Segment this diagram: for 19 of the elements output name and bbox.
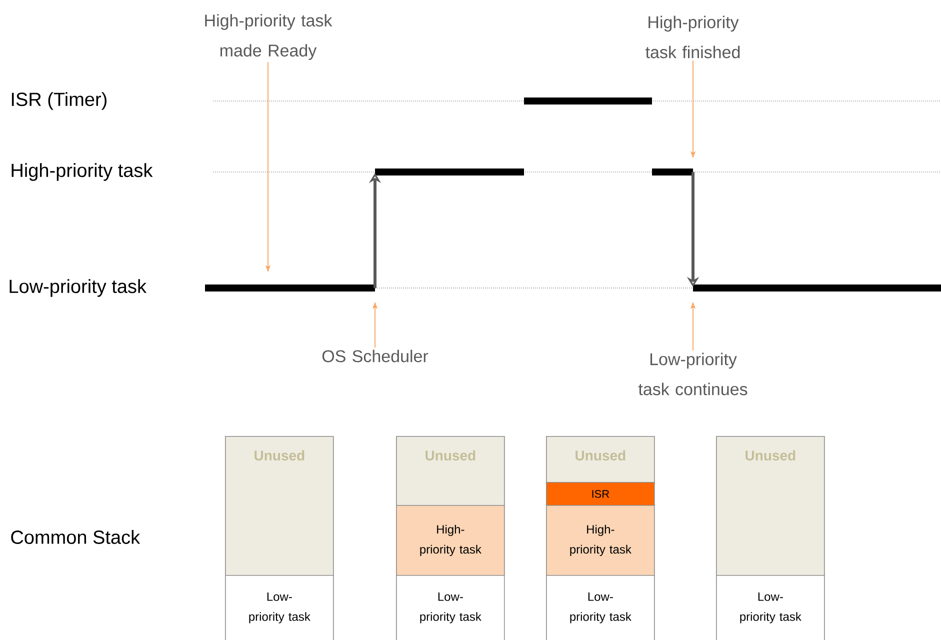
annotation-text: High-priority task made Ready	[205, 14, 332, 60]
stack-cell: Unused	[396, 436, 505, 506]
row-label: High-priority task	[12, 163, 153, 181]
row-label: ISR (Timer)	[12, 92, 106, 110]
stack-cell: Unused	[225, 436, 334, 576]
stack-cell: Unused	[716, 436, 825, 576]
stack-cell: Unused	[546, 436, 655, 483]
stack-cell: ISR	[546, 482, 655, 506]
stack-cell: Low-priority task	[225, 575, 334, 640]
annotation-text: Low-priority task continues	[638, 352, 748, 396]
stack-cell: Low-priority task	[716, 575, 825, 640]
row-label: Low-priority task	[10, 279, 146, 297]
annotation-text: OS Scheduler	[322, 350, 428, 362]
annotation-text: High-priority task finished	[646, 16, 740, 58]
stack-cell: Low-priority task	[396, 575, 505, 640]
stack-cell: High-priority task	[396, 505, 505, 576]
stack-cell: High-priority task	[546, 505, 655, 576]
stack-cell: Low-priority task	[546, 575, 655, 640]
row-label: Common Stack	[11, 530, 140, 544]
